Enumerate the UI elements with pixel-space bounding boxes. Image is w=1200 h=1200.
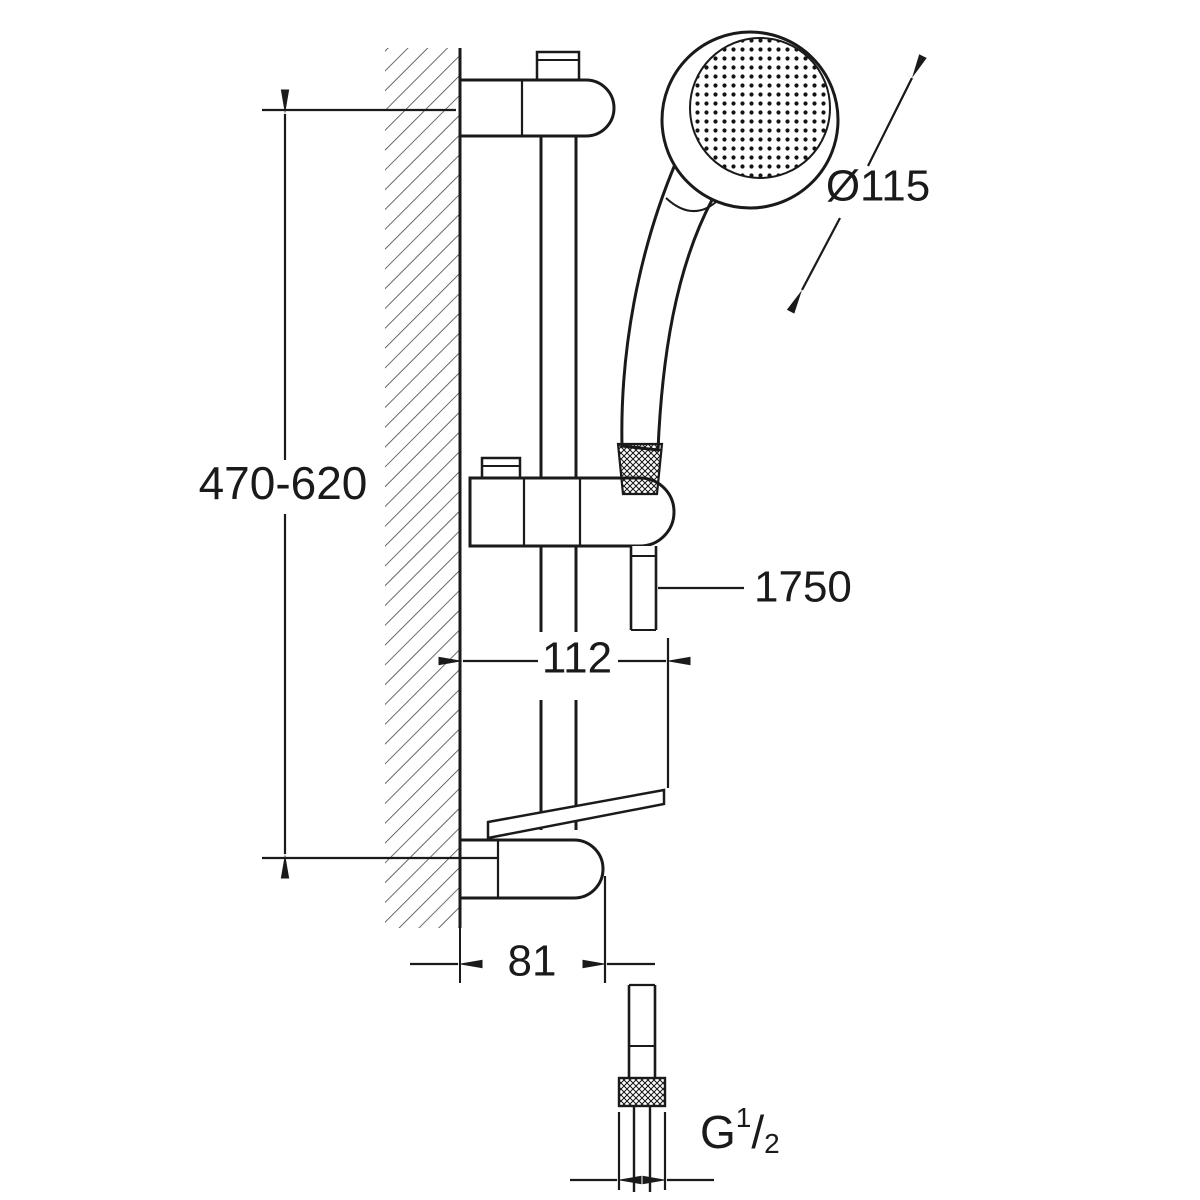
hand-shower	[616, 30, 840, 496]
bracket-lever	[486, 788, 666, 840]
dimension-head-diameter: Ø115	[786, 54, 930, 314]
bracket-arm	[458, 838, 605, 900]
hose-length-label: 1750	[754, 563, 852, 612]
hose-connector	[617, 983, 667, 1192]
holder-offset-label: 112	[542, 634, 612, 683]
dimension-bracket-offset: 81	[410, 876, 655, 986]
bottom-wall-bracket	[458, 788, 666, 900]
wall-hatching	[385, 48, 460, 928]
top-wall-bracket	[458, 78, 616, 138]
wall	[385, 48, 462, 983]
bracket-offset-label: 81	[508, 937, 557, 986]
dimension-rail-height: 470-620	[199, 89, 497, 879]
dimension-hose-length: 1750	[658, 563, 852, 612]
hose-knurled-nut	[617, 1076, 667, 1108]
shower-hose-upper	[629, 546, 658, 631]
rail-height-label: 470-620	[199, 457, 368, 509]
thread-size-label: G1/2	[700, 1102, 780, 1159]
thread-denominator: 2	[764, 1128, 780, 1159]
rail-top-cap	[535, 50, 581, 82]
thread-slash: /	[751, 1106, 764, 1158]
dimension-holder-offset: 112	[438, 634, 691, 788]
dimension-thread: G1/2	[570, 1102, 780, 1190]
shower-rail	[535, 50, 581, 830]
spray-face	[689, 37, 831, 179]
thread-numerator: 1	[736, 1102, 752, 1133]
head-diameter-label: Ø115	[826, 162, 930, 211]
hand-shower-handle	[620, 159, 714, 452]
handle-knurled-tip	[616, 442, 664, 496]
thread-prefix: G	[700, 1106, 736, 1158]
